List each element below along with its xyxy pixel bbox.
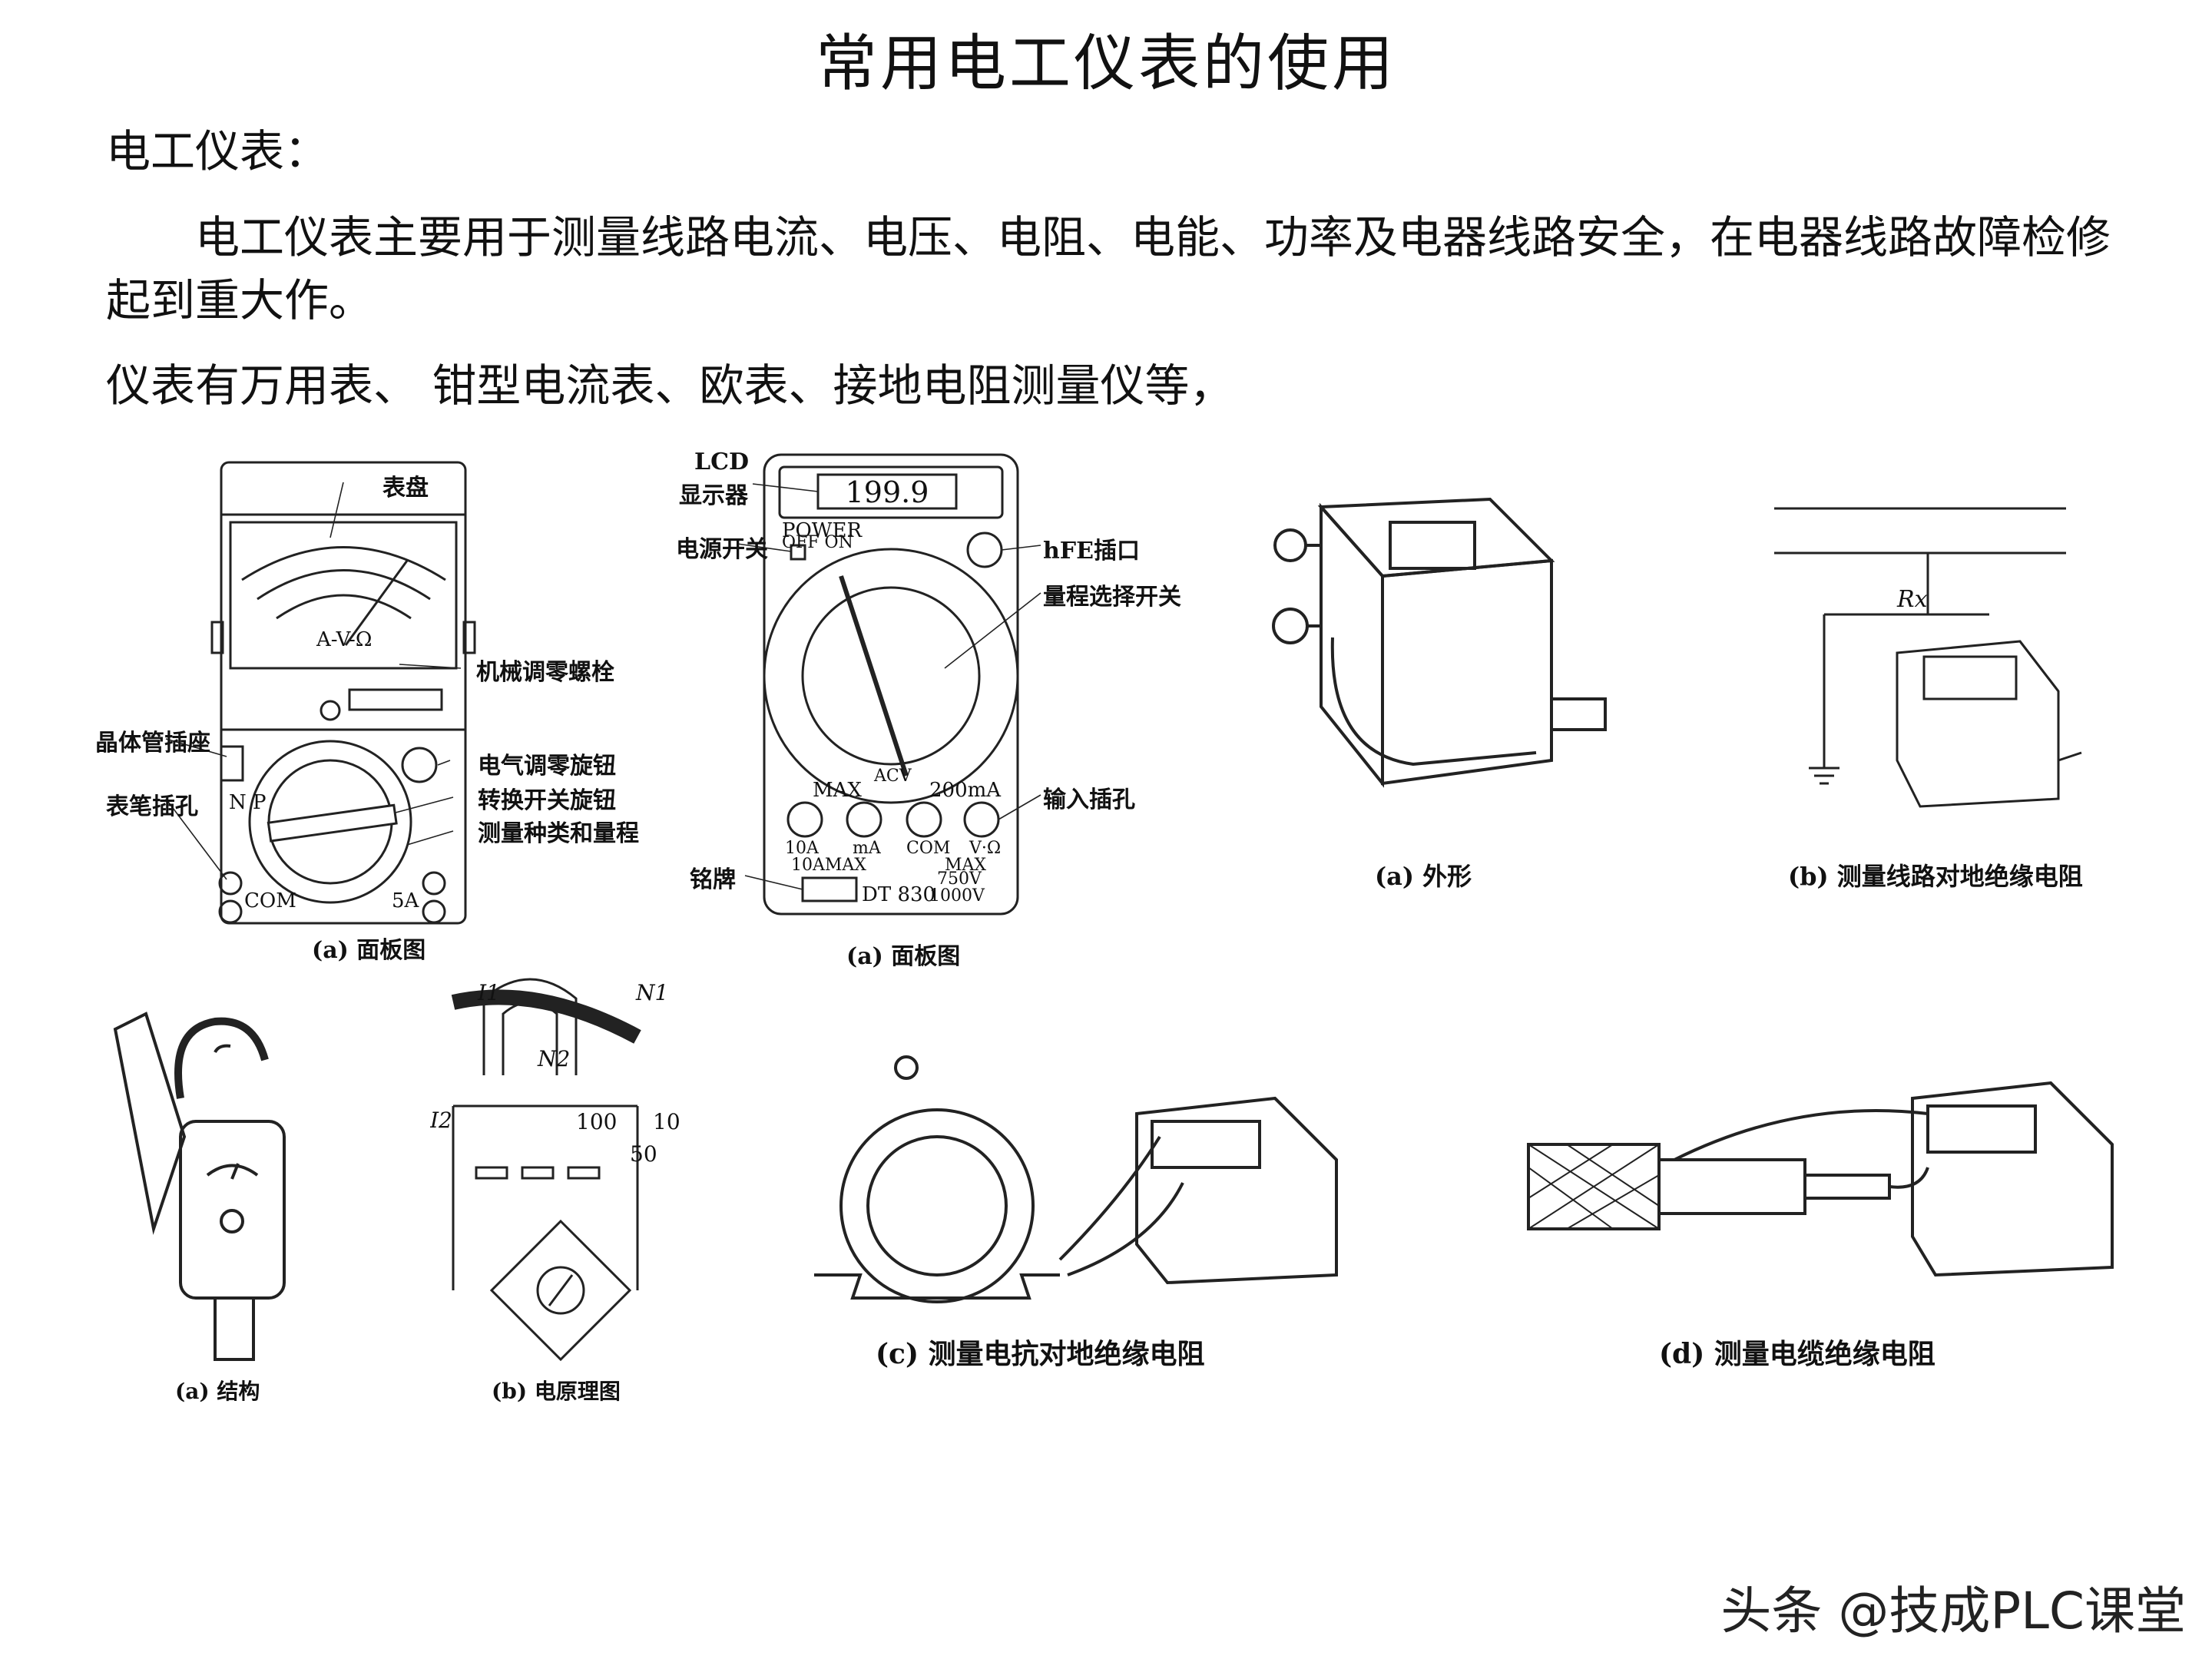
rx-label: Rx	[1896, 586, 1928, 613]
scale-text: A-V-Ω	[316, 628, 373, 651]
v1000-text: 1000V	[929, 886, 985, 906]
vomega-text: V·Ω	[969, 839, 1002, 858]
clamp-meter-drawing	[113, 1012, 286, 1361]
off-on-text: OFF ON	[782, 533, 853, 552]
com-text: COM	[244, 889, 296, 912]
intro-paragraph: 电工仪表主要用于测量线路电流、电压、电阻、电能、功率及电器线路安全，在电器线路故…	[106, 211, 2111, 326]
caption-megger-outline: (a) 外形	[1375, 862, 1472, 891]
label-hfe-socket: hFE插口	[1043, 538, 1140, 565]
label-lcd-display: 显示器	[679, 482, 748, 509]
cable-test-drawing	[1527, 1081, 2114, 1277]
i1-label: I1	[477, 980, 500, 1005]
t100-label: 100	[576, 1109, 617, 1134]
instrument-list: 仪表有万用表、 钳型电流表、欧表、接地电阻测量仪等，	[106, 359, 1234, 412]
label-probe-jack: 表笔插孔	[106, 793, 198, 820]
label-types-ranges: 测量种类和量程	[478, 820, 639, 847]
page-title: 常用电工仪表的使用	[816, 28, 1396, 99]
caption-reactance: (c) 测量电抗对地绝缘电阻	[876, 1338, 1205, 1370]
analog-multimeter-figure: 表盘 机械调零螺栓 晶体管插座 电气调零旋钮 转换开关旋钮 表笔插孔 测量种类和…	[84, 445, 684, 968]
clamp-meter-figure: (a) 结构	[100, 998, 338, 1413]
label-input-jack: 输入插孔	[1043, 786, 1135, 813]
caption-analog: (a) 面板图	[312, 937, 426, 964]
caption-line-ground: (b) 测量线路对地绝缘电阻	[1788, 862, 2083, 891]
t50-label: 50	[630, 1141, 657, 1167]
i2-label: I2	[430, 1108, 452, 1133]
ma-text: mA	[853, 839, 881, 858]
com-text: COM	[906, 839, 951, 858]
clamp-circuit-drawing: I1 N1 N2 I2 100 10 50	[429, 978, 680, 1362]
t10-label: 10	[653, 1109, 680, 1134]
n2-label: N2	[537, 1046, 570, 1071]
megger-outline-figure: (a) 外形	[1260, 461, 1613, 906]
model-text: DT 830	[862, 883, 936, 906]
digital-multimeter-drawing: 199.9	[737, 453, 1041, 916]
np-text: N P	[229, 791, 267, 814]
ma200-text: 200mA	[929, 779, 1002, 802]
analog-multimeter-drawing	[165, 461, 476, 925]
caption-clamp-structure: (a) 结构	[175, 1379, 260, 1404]
reactance-test-drawing	[814, 1055, 1338, 1303]
n1-label: N1	[635, 980, 668, 1005]
section-heading: 电工仪表：	[106, 125, 329, 177]
label-switch-knob: 转换开关旋钮	[478, 787, 616, 814]
acv-text: ACV	[874, 767, 912, 786]
clamp-circuit-figure: I1 N1 N2 I2 100 10 50 (b) 电原理图	[429, 968, 707, 1413]
caption-cable: (d) 测量电缆绝缘电阻	[1659, 1338, 1936, 1370]
label-nameplate: 铭牌	[690, 866, 736, 893]
power-text: POWER	[782, 519, 863, 542]
max10a-text: 10AMAX	[791, 856, 866, 875]
label-lcd: LCD	[694, 449, 749, 475]
caption-clamp-circuit: (b) 电原理图	[492, 1379, 621, 1404]
lcd-value: 199.9	[846, 475, 929, 509]
label-dial: 表盘	[382, 475, 429, 502]
cable-test-figure: (d) 测量电缆绝缘电阻	[1521, 1045, 2151, 1398]
v750-text: 750V	[937, 869, 982, 889]
label-transistor-socket: 晶体管插座	[95, 730, 210, 757]
reactance-test-figure: (c) 测量电抗对地绝缘电阻	[799, 1045, 1382, 1398]
label-range-switch: 量程选择开关	[1043, 584, 1181, 611]
label-mech-zero: 机械调零螺栓	[476, 659, 614, 686]
label-electric-zero: 电气调零旋钮	[478, 753, 616, 780]
fivea-text: 5A	[392, 889, 419, 912]
watermark: 头条 @技成PLC课堂	[1720, 1581, 2186, 1641]
label-power-switch: 电源开关	[676, 536, 768, 563]
max-text: MAX	[813, 779, 862, 802]
a10-text: 10A	[785, 839, 819, 858]
line-ground-drawing: Rx	[1774, 507, 2082, 808]
digital-multimeter-figure: 199.9 LCD 显示器 电源开关 POWER OFF ON hFE插口 量程…	[676, 445, 1214, 983]
max-v-text: MAX	[945, 856, 987, 875]
line-ground-figure: Rx (b) 测量线路对地绝缘电阻	[1767, 476, 2151, 906]
megger-drawing	[1272, 497, 1607, 788]
caption-digital: (a) 面板图	[846, 943, 961, 970]
